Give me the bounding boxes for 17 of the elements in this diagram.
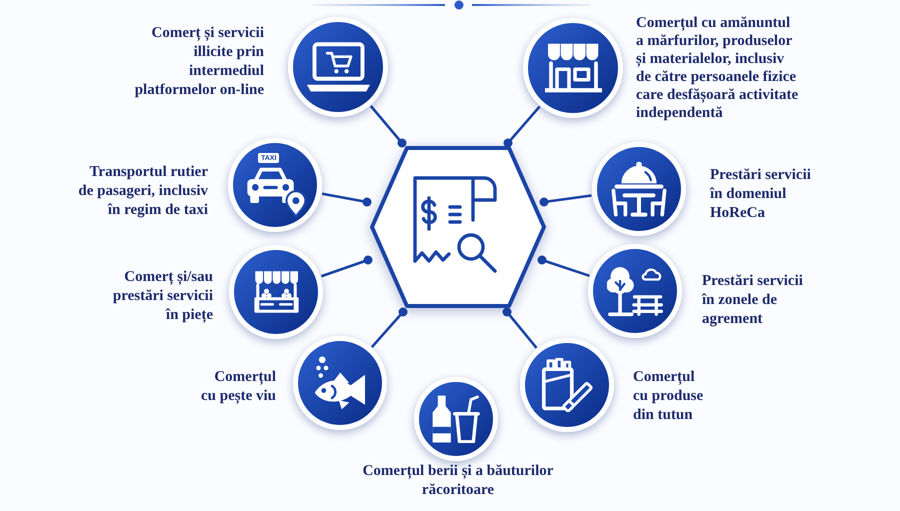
category-label: Comerțul berii și a băuturilor răcoritoare [362, 462, 554, 500]
category-label: Prestări servicii în domeniul HoReCa [710, 166, 812, 223]
connector-line [502, 308, 538, 349]
connector-line [504, 106, 541, 148]
hexagon-frame [370, 146, 546, 308]
connector-line [370, 105, 406, 148]
category-label: Comerț și servicii illicite prin intermediul platformelor on-line [134, 24, 264, 100]
connector-line [540, 194, 592, 206]
category-label: Transportul rutier de pasageri, inclusiv în regim de taxi [77, 163, 208, 220]
connector-line [538, 256, 590, 278]
category-label: Comerțul cu amănuntul a mărfurilor, produselor și materialelor, inclusiv de către persoanele fizice care desfășoară activitate independentă [636, 14, 800, 122]
category-label: Comerțul cu pește viu [200, 368, 276, 406]
category-label: Comerțul cu produse din tutun [633, 368, 704, 425]
category-label: Comerț și/sau prestări servicii în piețe [112, 268, 213, 325]
connector-line [322, 192, 372, 206]
category-label: Prestări servicii în zonele de agrement [702, 272, 804, 329]
connector-line [370, 308, 408, 348]
